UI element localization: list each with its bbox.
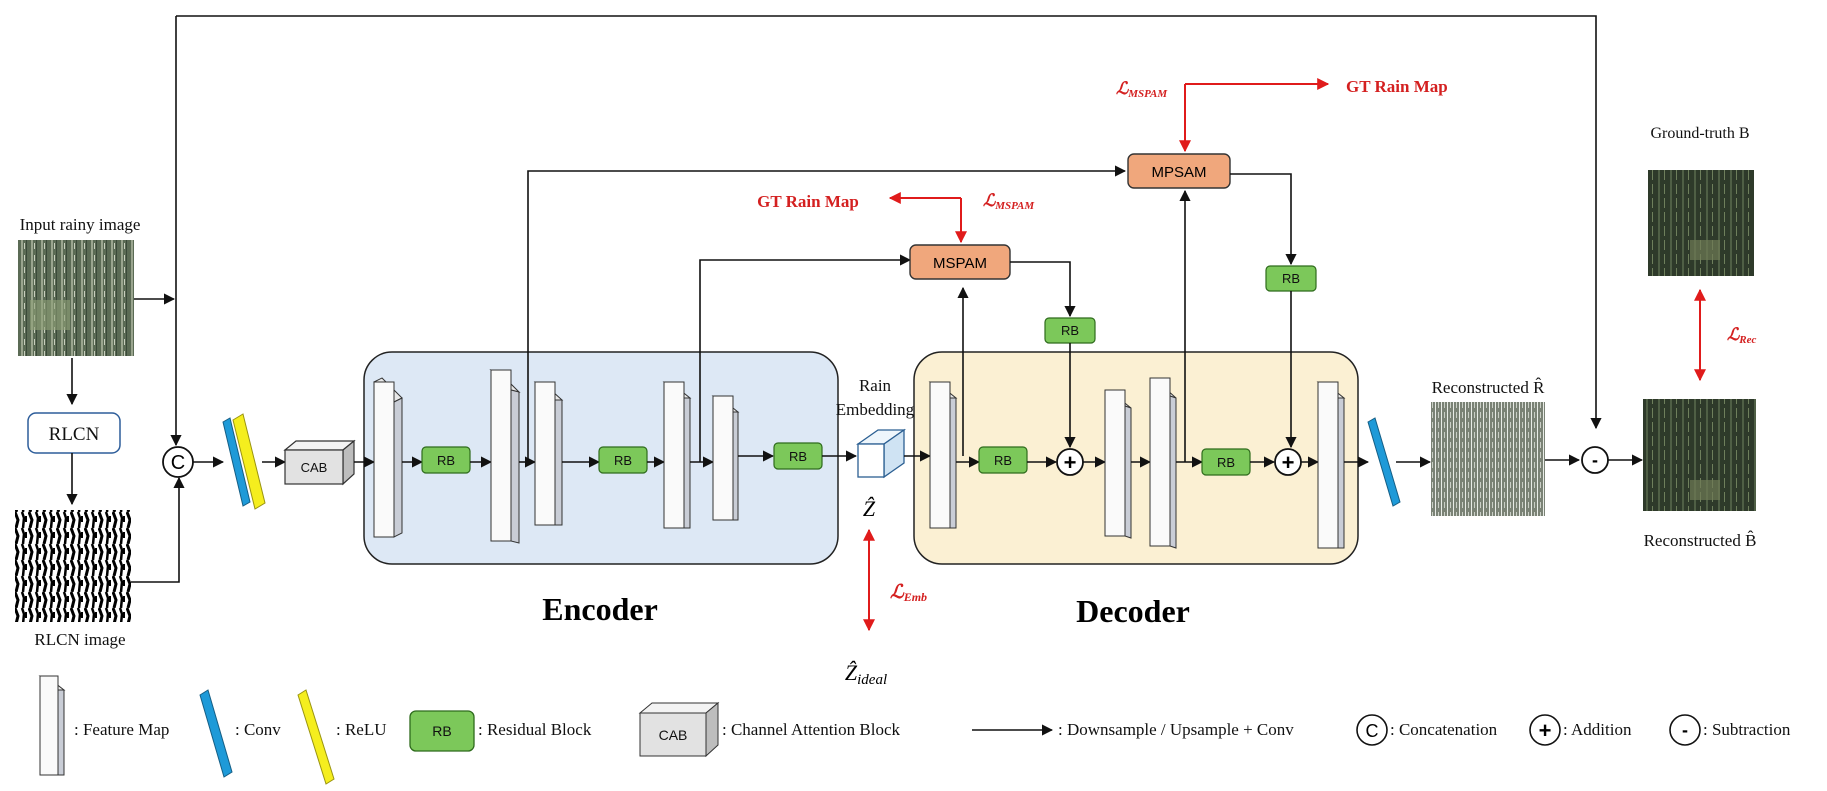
encoder-rb-1: RB (421, 446, 471, 474)
legend: : Feature Map : Conv : ReLU RB : Residua… (38, 675, 1791, 785)
encoder-rb-2: RB (598, 446, 648, 474)
decoder-rb-1: RB (978, 446, 1028, 474)
subtraction-symbol: - (1592, 450, 1598, 470)
ground-truth-image (1648, 170, 1754, 276)
skip-enc-to-mspam (699, 254, 912, 462)
cab-label: CAB (301, 460, 328, 475)
l-rec: ℒRec (1727, 325, 1756, 346)
rlcn-label: RLCN (49, 424, 100, 445)
mspam-rb-label: RB (1061, 323, 1079, 338)
encoder-feature-map-3 (533, 381, 564, 526)
input-rainy-image (18, 240, 134, 356)
addition-symbol-1: + (1064, 450, 1077, 475)
rain-embedding-label-2: Embedding (836, 400, 915, 419)
mpsam-label: MPSAM (1151, 164, 1206, 181)
l-mspam-2: ℒMSPAM (1116, 79, 1168, 100)
legend-plus-label: + (1539, 718, 1552, 743)
legend-concatenation: : Concatenation (1390, 720, 1498, 739)
reconstructed-r-label: Reconstructed R̂ (1432, 378, 1545, 397)
legend-rb-label: RB (432, 723, 451, 739)
legend-feature-map-icon (38, 675, 66, 776)
reconstructed-b-label: Reconstructed B̂ (1644, 531, 1757, 550)
rain-embedding-label-1: Rain (859, 376, 892, 395)
encoder-feature-map-2 (489, 369, 521, 544)
l-emb-loss: ℒEmb (890, 582, 927, 604)
input-label: Input rainy image (20, 215, 141, 234)
concat-symbol: C (171, 452, 185, 474)
decoder-feature-map-4 (1316, 381, 1346, 549)
rain-embedding-cube (855, 428, 907, 479)
rlcn-image (15, 510, 131, 622)
legend-plus-icon (1529, 714, 1561, 746)
decoder-rb-1-label: RB (994, 453, 1012, 468)
legend-conv-icon (199, 689, 233, 778)
rlcn-image-label: RLCN image (34, 630, 125, 649)
cab-block: CAB (283, 439, 356, 486)
z-hat-label: Ẑ (863, 496, 876, 521)
legend-residual-block: : Residual Block (478, 720, 592, 739)
encoder-feature-map-4 (662, 381, 692, 529)
rlcn-to-concat-line (131, 476, 185, 583)
legend-minus-icon (1669, 714, 1701, 746)
encoder-title: Encoder (542, 591, 658, 627)
encoder-rb-3: RB (773, 442, 823, 470)
gt-rain-map-1: GT Rain Map (757, 192, 859, 211)
addition-symbol-2: + (1282, 450, 1295, 475)
conv-relu-block (222, 413, 266, 510)
mpsam-box (1127, 153, 1231, 189)
legend-feature-map: : Feature Map (74, 720, 169, 739)
mspam-label: MSPAM (933, 255, 987, 272)
legend-c-icon (1356, 714, 1388, 746)
legend-subtraction: : Subtraction (1703, 720, 1791, 739)
decoder-title: Decoder (1076, 593, 1190, 629)
skip-enc-to-mpsam (527, 165, 1127, 462)
legend-cab-icon: CAB (638, 701, 720, 758)
mpsam-rb: RB (1265, 265, 1317, 292)
encoder-rb-1-label: RB (437, 453, 455, 468)
encoder-rb-3-label: RB (789, 449, 807, 464)
decoder-feature-map-2 (1104, 389, 1132, 539)
gt-rain-map-2: GT Rain Map (1346, 77, 1448, 96)
legend-relu: : ReLU (336, 720, 387, 739)
mpsam-to-rb-line (1230, 173, 1297, 266)
mspam-to-rb-line (1010, 261, 1076, 318)
decoder-feature-map-3 (1149, 377, 1177, 549)
ground-truth-label: Ground-truth B (1650, 125, 1749, 142)
reconstructed-r-image (1431, 402, 1545, 516)
mspam-rb: RB (1044, 317, 1096, 344)
mpsam-rb-label: RB (1282, 271, 1300, 286)
legend-channel-attention: : Channel Attention Block (722, 720, 901, 739)
global-skip-line (176, 15, 1602, 430)
decoder-rb-2-label: RB (1217, 455, 1235, 470)
encoder-feature-map-5 (711, 395, 740, 521)
legend-cab-label: CAB (659, 727, 688, 743)
decoder-rb-2: RB (1201, 448, 1251, 476)
encoder-rb-2-label: RB (614, 453, 632, 468)
decoder-feature-map-1 (928, 381, 958, 529)
final-conv (1367, 417, 1401, 507)
legend-c-label: C (1366, 721, 1379, 741)
legend-arrow: : Downsample / Upsample + Conv (1058, 720, 1294, 739)
legend-rb-icon (409, 710, 475, 752)
legend-relu-icon (297, 689, 335, 785)
rlcn-box (27, 412, 121, 454)
legend-conv: : Conv (235, 720, 281, 739)
l-mspam-1: ℒMSPAM (983, 191, 1035, 212)
z-ideal-label: Ẑideal (845, 660, 887, 688)
legend-addition: : Addition (1563, 720, 1632, 739)
encoder-feature-map-1 (373, 377, 403, 538)
legend-minus-label: - (1682, 720, 1688, 740)
